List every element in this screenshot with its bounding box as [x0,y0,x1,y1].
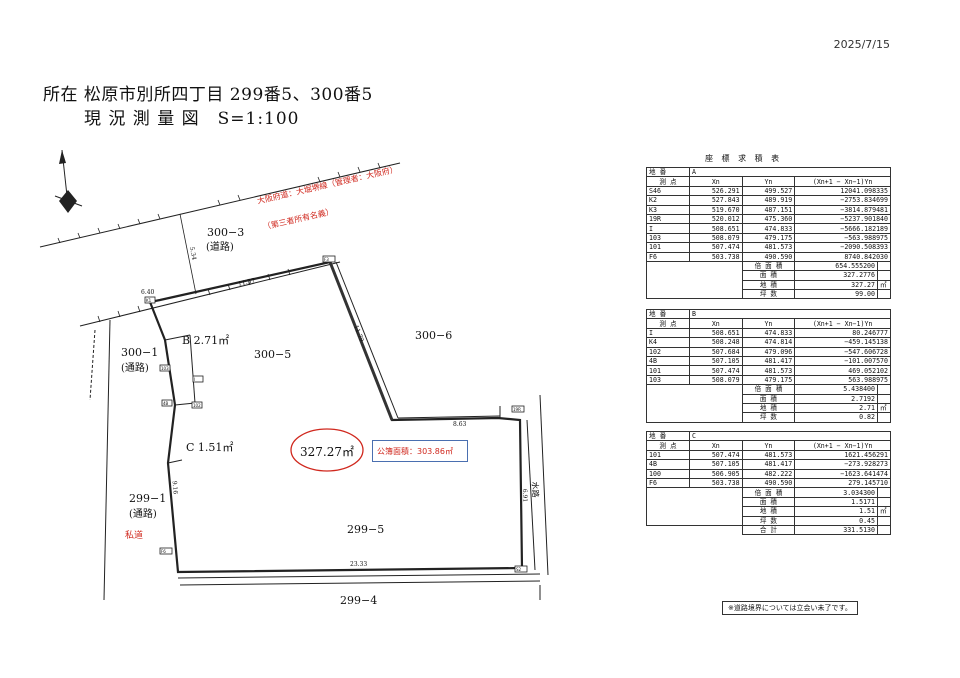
lot-299-1-sub: (通路) [129,509,157,520]
point-label-102: 102 [193,403,201,408]
total-area-label: 327.27㎡ [300,445,354,459]
dim-bottom-inner: 8.63 [453,421,467,428]
point-label-s2: S2 [516,567,522,572]
survey-points [144,255,528,573]
lot-299-1-label: 299−1 [129,492,167,505]
private-road-label: 私道 [125,531,144,541]
dim-right-lower: 6.91 [520,488,529,503]
lot-300-5-label: 300−5 [254,348,292,361]
area-highlight-circle [290,428,364,472]
waterway-label: 水路 [530,481,540,498]
dim-left: 9.16 [170,480,179,495]
road-300-3-label: 300−3 [207,226,245,239]
point-label-4b: 4B [163,401,169,406]
lot-300-6-label: 300−6 [415,329,453,342]
point-label-103: 103 [161,366,169,371]
register-area-box: 公簿面積：303.86㎡ [372,440,468,462]
point-label-19r: 19R [513,407,521,412]
road-300-1-label: 300−1 [121,346,159,359]
survey-title: 現 況 測 量 図 S=1:100 [84,109,300,129]
road-300-1-sub: (通路) [121,363,149,374]
location-title: 所在 松原市別所四丁目 299番5、300番5 [43,85,373,105]
sub-boundaries [89,261,549,601]
road-300-3-sub: (道路) [206,242,234,253]
grand-total-value: 331.5130 [794,524,878,536]
north-arrow-icon [54,149,83,213]
point-label-k1: K1 [146,298,152,303]
point-label-i: I [194,377,196,382]
dim-bottom: 23.33 [350,561,368,568]
lot-299-5-label: 299−5 [347,523,385,536]
point-label-f6: F6 [161,549,166,554]
print-date: 2025/7/15 [833,38,890,51]
parcel-boundary [148,260,524,574]
boundary-footnote: ※道路境界については立会い未了です。 [722,601,858,615]
dim-left-upper: 6.40 [141,289,155,296]
coord-table-title: 座 標 求 積 表 [705,154,783,163]
point-label-f3: F3 [324,257,329,262]
lot-299-4-label: 299−4 [340,594,378,607]
area-c-label: C 1.51㎡ [186,441,234,454]
grand-total-label: 合 計 [741,524,796,536]
area-b-label: B 2.71㎡ [182,334,230,347]
